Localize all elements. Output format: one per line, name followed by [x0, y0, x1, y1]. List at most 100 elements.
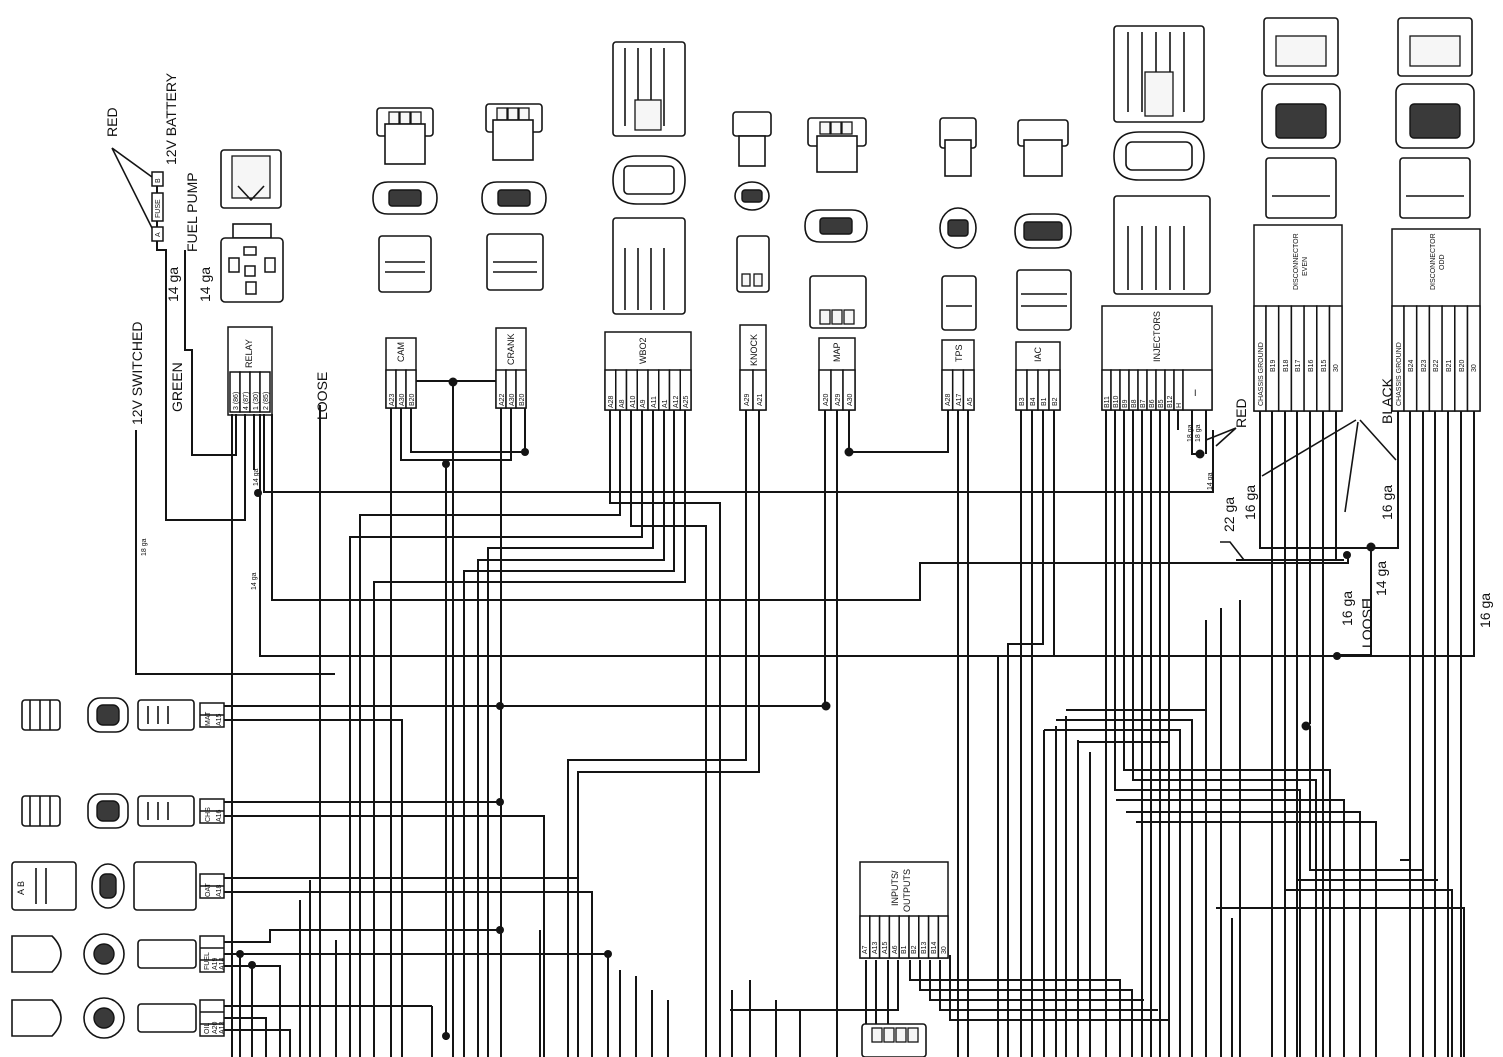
cam-box: CAM A23 A30 B20	[385, 337, 417, 409]
wbo2-box: WBO2 A28 A8 A10 A9 A11 A1 A12 A25	[604, 331, 692, 411]
iac-box: IAC B3 B4 B1 B2	[1015, 341, 1061, 411]
svg-text:18 ga: 18 ga	[1195, 424, 1202, 442]
injectors-box: INJECTORS B11 B10 B9 B8 B7 B6 B5 B12 H I	[1101, 305, 1213, 411]
svg-text:A29: A29	[835, 393, 842, 406]
svg-text:A15: A15	[882, 941, 889, 954]
svg-text:B10: B10	[1113, 395, 1120, 408]
svg-text:A7: A7	[862, 945, 869, 954]
disconnector-odd-box: DISCONNECTOR ODD CHASSIS GROUND B24 B23 …	[1391, 228, 1481, 412]
svg-text:4 (87): 4 (87)	[243, 392, 250, 410]
svg-text:IAC: IAC	[1033, 346, 1043, 362]
svg-text:A12: A12	[673, 395, 680, 408]
power-section: RED 12V BATTERY B FUSE A FUEL PUMP 14 ga…	[104, 72, 1214, 1057]
battery-label: 12V BATTERY	[163, 72, 179, 165]
svg-text:A19: A19	[212, 957, 219, 970]
tps-box: TPS A28 A17 A5	[941, 339, 975, 411]
svg-text:B7: B7	[1140, 399, 1147, 408]
left-sensor-oat: A B OAT A18	[11, 861, 593, 1057]
crank-connector-icon	[481, 103, 547, 291]
left-sensor-oil: OIL A20 A13	[11, 997, 450, 1057]
cam-connector-icon	[372, 107, 438, 293]
gauge-14-c: 14 ga	[253, 468, 260, 486]
svg-text:B1: B1	[901, 945, 908, 954]
gauge-22: 22 ga	[1221, 497, 1237, 532]
svg-text:B11: B11	[1104, 396, 1111, 408]
svg-text:WBO2: WBO2	[638, 337, 648, 364]
svg-text:B21: B21	[1446, 359, 1453, 372]
svg-text:A5: A5	[967, 397, 974, 406]
svg-text:2 (85): 2 (85)	[263, 392, 270, 410]
svg-text:B15: B15	[1321, 359, 1328, 372]
red-label-right: RED	[1233, 398, 1249, 428]
switched-label: 12V SWITCHED	[129, 322, 145, 425]
loose-label-right: LOOSE	[1359, 600, 1375, 648]
svg-text:B: B	[155, 178, 162, 183]
svg-text:B16: B16	[1308, 359, 1315, 372]
map-connector-icon	[804, 117, 868, 329]
svg-text:A16: A16	[216, 809, 223, 822]
gauge-14-a: 14 ga	[165, 267, 181, 302]
svg-text:CRANK: CRANK	[506, 333, 516, 365]
wires-bottom	[231, 414, 1465, 1057]
svg-text:A30: A30	[399, 393, 406, 406]
svg-text:B2: B2	[1052, 397, 1059, 406]
svg-text:A B: A B	[16, 881, 26, 895]
svg-text:1 (30): 1 (30)	[253, 392, 260, 410]
disconnector-even-box: DISCONNECTOR EVEN CHASSIS GROUND B19 B18…	[1253, 224, 1343, 412]
svg-text:DISCONNECTOR: DISCONNECTOR	[1293, 233, 1300, 290]
gauge-14-e: 14 ga	[1373, 561, 1389, 596]
svg-text:B8: B8	[1131, 399, 1138, 408]
svg-text:B6: B6	[1149, 399, 1156, 408]
knock-connector-icon	[732, 111, 772, 293]
svg-text:A20: A20	[212, 1021, 219, 1034]
crank-box: CRANK A22 A30 B20	[495, 327, 527, 409]
gauge-14-b: 14 ga	[197, 267, 213, 302]
svg-text:A: A	[155, 232, 162, 237]
svg-text:A11: A11	[651, 396, 658, 408]
svg-text:KNOCK: KNOCK	[749, 334, 759, 366]
svg-text:B14: B14	[931, 941, 938, 954]
svg-text:A10: A10	[630, 395, 637, 408]
svg-text:A29: A29	[744, 393, 751, 406]
svg-text:A30: A30	[847, 393, 854, 406]
svg-text:CHS: CHS	[205, 807, 212, 822]
right-labels: RED 18 ga 18 ga 14 ga 22 ga 16 ga BLACK …	[1187, 377, 1493, 648]
svg-text:I: I	[1194, 388, 1197, 398]
svg-text:30: 30	[941, 946, 948, 954]
svg-text:B2: B2	[911, 945, 918, 954]
svg-text:A13: A13	[872, 941, 879, 954]
wires-top	[259, 377, 1475, 1057]
svg-text:A22: A22	[499, 393, 506, 406]
svg-text:B4: B4	[1030, 397, 1037, 406]
svg-text:A28: A28	[608, 395, 615, 408]
gauge-16-d: 16 ga	[1477, 593, 1493, 628]
svg-text:B17: B17	[1295, 359, 1302, 372]
svg-text:A1: A1	[662, 399, 669, 408]
svg-text:B5: B5	[1158, 399, 1165, 408]
svg-text:A17: A17	[956, 393, 963, 406]
svg-text:30: 30	[1471, 364, 1478, 372]
green-label: GREEN	[169, 362, 185, 412]
fuel-pump-label: FUEL PUMP	[184, 172, 200, 252]
svg-text:3 (86): 3 (86)	[233, 392, 240, 410]
svg-text:OIL: OIL	[204, 1023, 211, 1034]
svg-text:TPS: TPS	[954, 344, 964, 362]
left-sensor-fuel: FUEL A19 A14	[11, 926, 612, 1057]
svg-text:A30: A30	[509, 393, 516, 406]
svg-text:A25: A25	[683, 395, 690, 408]
svg-text:A18: A18	[216, 884, 223, 897]
svg-text:B20: B20	[409, 393, 416, 406]
svg-text:A6: A6	[892, 945, 899, 954]
left-sensor-mat: MAT A15	[21, 697, 826, 1057]
map-box: MAP A20 A29 A30	[818, 337, 856, 411]
svg-text:B12: B12	[1167, 395, 1174, 408]
svg-text:18 ga: 18 ga	[1187, 424, 1194, 442]
svg-text:B9: B9	[1122, 399, 1129, 408]
svg-text:INJECTORS: INJECTORS	[1152, 311, 1162, 362]
disconnector-even-connector-icon	[1261, 17, 1341, 219]
svg-text:B1: B1	[1041, 397, 1048, 406]
loose-label-left: LOOSE	[314, 372, 330, 420]
svg-text:RELAY: RELAY	[244, 339, 254, 368]
svg-text:DISCONNECTOR: DISCONNECTOR	[1430, 233, 1437, 290]
